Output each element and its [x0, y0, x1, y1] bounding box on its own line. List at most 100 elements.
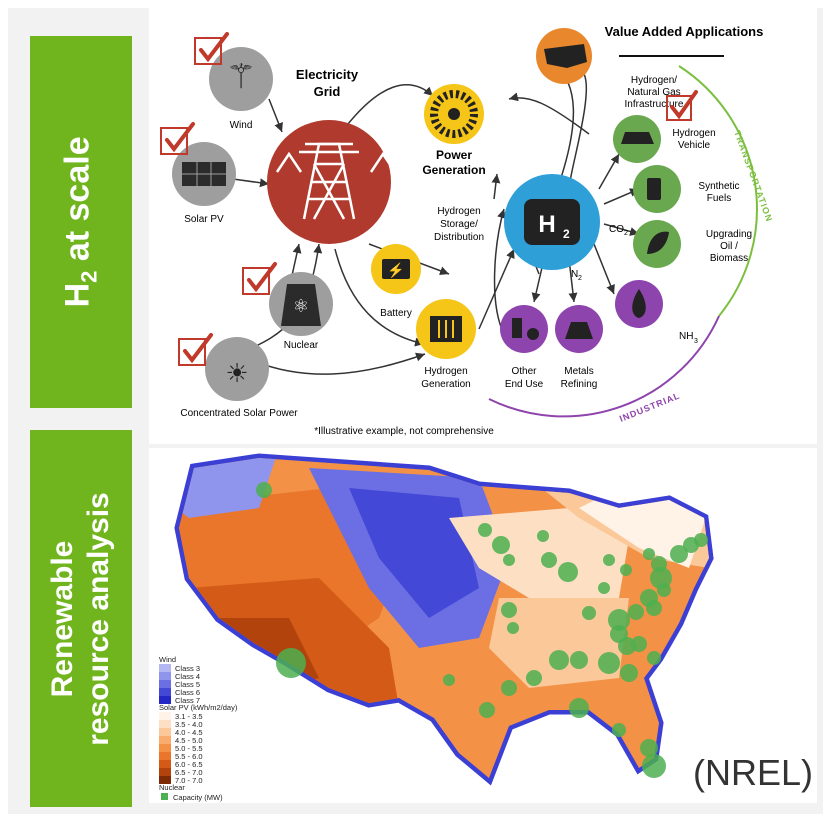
- legend-label: 3.5 - 4.0: [175, 720, 203, 729]
- legend-swatch: [159, 696, 171, 704]
- industrial-label: INDUSTRIAL: [618, 390, 682, 423]
- csp-node: [205, 337, 269, 401]
- legend-swatch: [159, 680, 171, 688]
- solar-pv-label: Solar PV: [184, 214, 224, 225]
- power-generation-line2: Generation: [422, 163, 485, 177]
- nuclear-plant-markers: [256, 482, 708, 778]
- diagram-svg: Value Added Applications ⚚ Wind Solar PV…: [160, 24, 775, 437]
- turbine-icon: [430, 90, 478, 138]
- legend-nuclear-item: Capacity (MW): [173, 793, 223, 802]
- upgrading-line1: Upgrading: [706, 229, 752, 240]
- h2-at-scale-label: H2 at scale: [30, 36, 132, 408]
- renewable-resource-label: Renewable resource analysis: [30, 430, 132, 807]
- legend-nuclear-swatch: [161, 793, 168, 800]
- legend-label: 6.0 - 6.5: [175, 760, 203, 769]
- synthetic-line2: Fuels: [707, 193, 731, 204]
- legend-swatch: [159, 720, 171, 728]
- legend-label: Class 5: [175, 680, 200, 689]
- lab-icon: [512, 318, 522, 338]
- legend-swatch: [159, 672, 171, 680]
- checkmarks: [165, 32, 698, 364]
- us-map: [179, 458, 709, 778]
- other-line2: End Use: [505, 379, 544, 390]
- upgrading-line2: Oil /: [720, 241, 738, 252]
- h2-text: H: [538, 211, 555, 238]
- battery-label: Battery: [380, 308, 412, 319]
- wind-label: Wind: [230, 120, 253, 131]
- legend-swatch: [159, 744, 171, 752]
- storage-line3: Distribution: [434, 232, 484, 243]
- atom-icon: ⚛: [293, 296, 309, 316]
- h2-subscript: 2: [76, 270, 102, 283]
- legend-swatch: [159, 688, 171, 696]
- csp-label: Concentrated Solar Power: [180, 408, 298, 419]
- legend-swatch: [159, 752, 171, 760]
- metals-line1: Metals: [564, 366, 593, 377]
- csp-check-icon: [178, 338, 206, 366]
- legend-wind-title: Wind: [159, 655, 176, 664]
- h2-tank-icon: [524, 199, 580, 245]
- h2-letter: H: [59, 282, 98, 308]
- renewable-line: Renewable: [46, 540, 79, 697]
- wind-turbine-icon: ⚚: [226, 58, 256, 96]
- legend-label: 4.0 - 4.5: [175, 728, 203, 737]
- wind-node: [209, 47, 273, 111]
- us-map-icon: [544, 44, 587, 68]
- legend-label: 5.5 - 6.0: [175, 752, 203, 761]
- synthetic-line1: Synthetic: [698, 181, 739, 192]
- transportation-label: TRANSPORTATION: [732, 129, 774, 223]
- value-added-header: Value Added Applications: [605, 24, 764, 39]
- metals-line2: Refining: [561, 379, 598, 390]
- legend-solar-entries: 3.1 - 3.53.5 - 4.04.0 - 4.54.5 - 5.05.0 …: [159, 712, 203, 785]
- leaf-icon: [647, 231, 669, 254]
- fuel-pump-icon: [647, 178, 661, 200]
- legend-swatch: [159, 760, 171, 768]
- solar-check-icon: [160, 127, 188, 155]
- h2-at-scale-diagram: Value Added Applications ⚚ Wind Solar PV…: [149, 4, 817, 444]
- legend-label: 3.1 - 3.5: [175, 712, 203, 721]
- legend-label: 7.0 - 7.0: [175, 776, 203, 785]
- other-end-use-node: [500, 305, 548, 353]
- vehicle-line2: Vehicle: [678, 140, 711, 151]
- grid-title-line1: Electricity: [296, 67, 359, 82]
- legend-nuclear-title: Nuclear: [159, 783, 185, 792]
- hydrogen-generation-line1: Hydrogen: [424, 366, 467, 377]
- storage-line2: Storage/: [440, 219, 478, 230]
- legend-label: Class 3: [175, 664, 200, 673]
- h2-at-scale-text: H2 at scale: [59, 136, 103, 307]
- upgrading-line3: Biomass: [710, 253, 748, 264]
- n2-label: N: [571, 269, 578, 280]
- diagram-footnote: *Illustrative example, not comprehensive: [314, 426, 494, 437]
- nh3-subscript: 3: [694, 338, 698, 345]
- nuclear-label: Nuclear: [284, 340, 319, 351]
- ingot-icon: [565, 322, 593, 339]
- legend-label: 6.5 - 7.0: [175, 768, 203, 777]
- vehicle-line1: Hydrogen: [672, 128, 715, 139]
- legend-solar-title: Solar PV (kWh/m2/day): [159, 703, 238, 712]
- legend-label: 4.5 - 5.0: [175, 736, 203, 745]
- battery-icon: [382, 259, 410, 279]
- industrial-arc: [488, 315, 720, 418]
- legend-label: Class 4: [175, 672, 200, 681]
- legend-swatch: [159, 712, 171, 720]
- nh3-label: NH: [679, 331, 693, 342]
- car-icon: [621, 132, 654, 144]
- h2-subscript: 2: [563, 227, 570, 241]
- vehicle-check-icon: [666, 95, 692, 121]
- infrastructure-line3: Infrastructure: [625, 99, 684, 110]
- legend-swatch: [159, 736, 171, 744]
- checkbox-marks: [160, 37, 692, 366]
- svg-text:⚡: ⚡: [387, 262, 404, 279]
- grid-title-line2: Grid: [314, 84, 341, 99]
- cooling-tower-icon: [281, 284, 321, 326]
- storage-line1: Hydrogen: [437, 206, 480, 217]
- infrastructure-line2: Natural Gas: [627, 87, 680, 98]
- hydrogen-generation-line2: Generation: [421, 379, 470, 390]
- power-generation-line1: Power: [436, 148, 472, 162]
- renewable-resource-text: Renewable resource analysis: [45, 492, 117, 746]
- wind-check-icon: [194, 37, 222, 65]
